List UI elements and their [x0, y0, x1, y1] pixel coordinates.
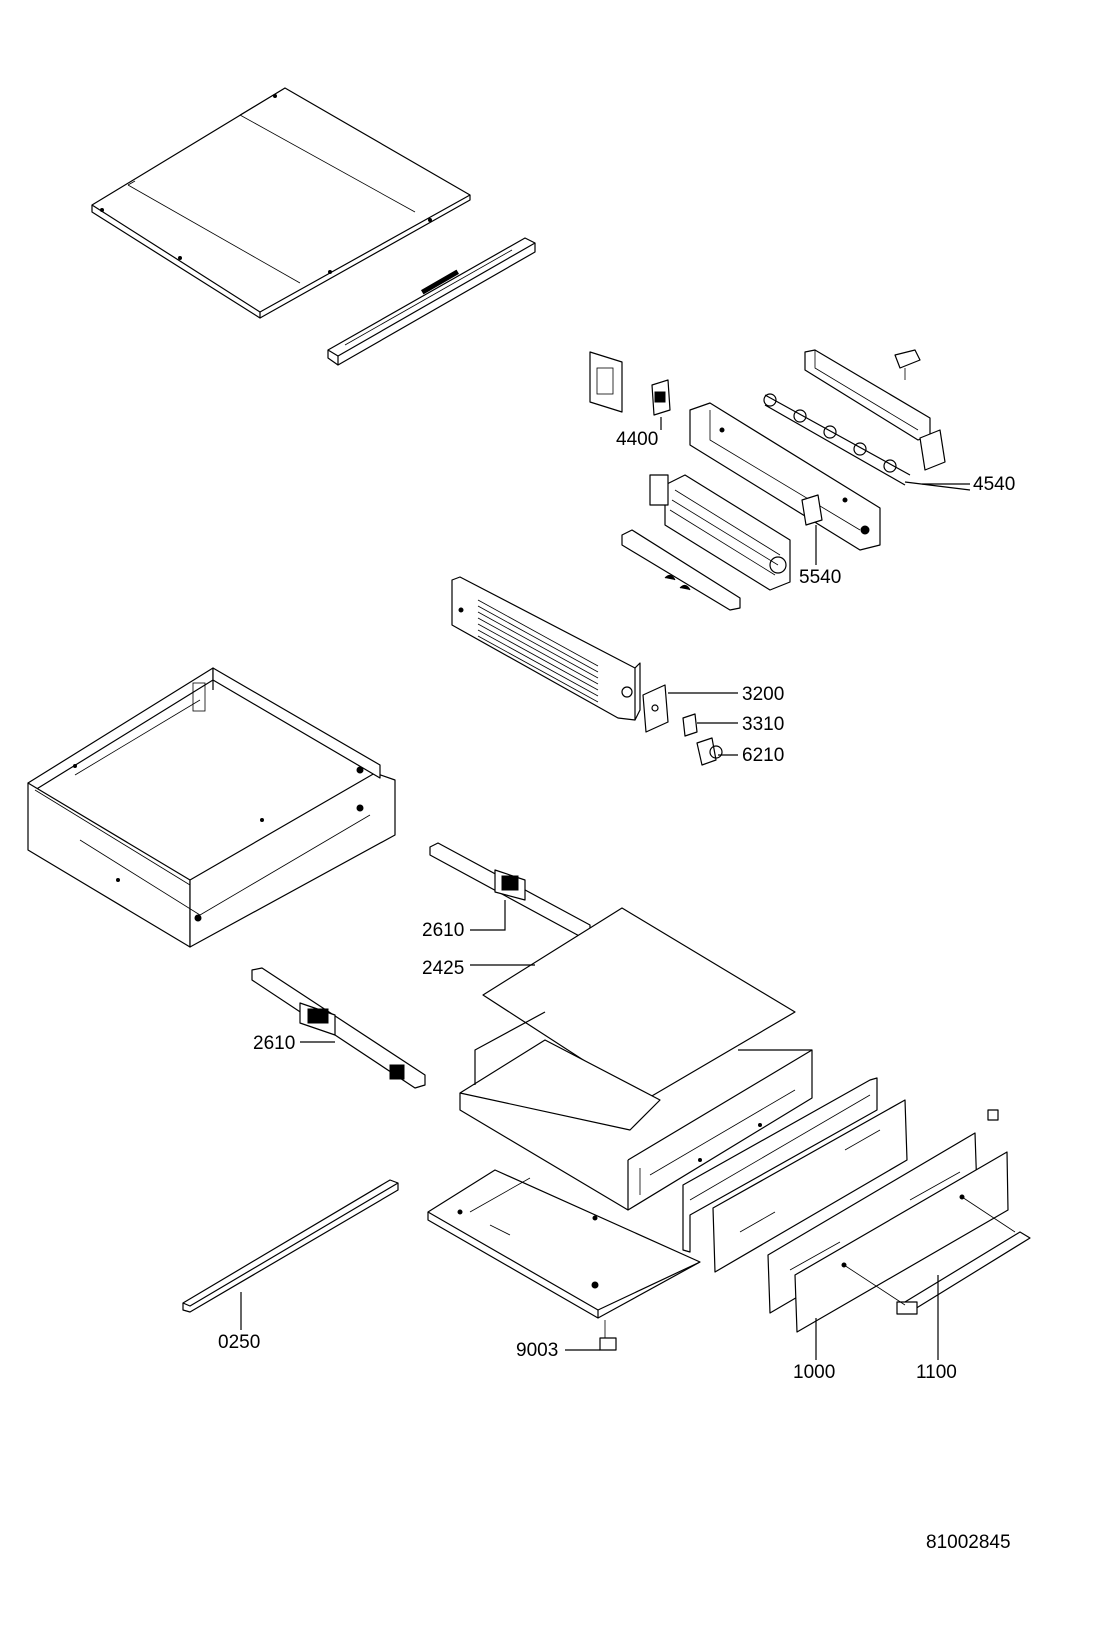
callout-3200: 3200	[742, 684, 785, 705]
callout-6210: 6210	[742, 745, 785, 766]
base-plate	[427, 1169, 701, 1319]
fan-bracket-plate	[689, 402, 881, 551]
front-grille-panel	[451, 576, 641, 721]
switch-plate-3200	[642, 684, 669, 733]
end-cap	[919, 429, 946, 471]
callout-2425: 2425	[422, 958, 465, 979]
fan-support-rail	[621, 529, 741, 611]
callout-3310: 3310	[742, 714, 785, 735]
indicator-3310	[682, 713, 698, 737]
inner-front-frame	[682, 1077, 878, 1253]
small-spacer	[987, 1109, 999, 1121]
telescopic-rail-lower	[251, 967, 426, 1089]
tangential-fan	[649, 474, 791, 591]
callout-5540: 5540	[799, 567, 842, 588]
door-handle-1100	[843, 1196, 1031, 1315]
front-door-1000	[794, 1151, 1009, 1333]
grille-slots	[477, 599, 599, 703]
adjusting-foot-9003	[599, 1320, 617, 1351]
heater-element-4540	[763, 393, 971, 491]
callout-1000: 1000	[793, 1362, 836, 1383]
outer-casing	[27, 667, 396, 948]
callout-9003: 9003	[516, 1340, 559, 1361]
small-clip-top	[894, 349, 921, 380]
thermostat-4400	[651, 379, 671, 416]
callout-2610-lower: 2610	[253, 1033, 296, 1054]
top-cover-panel	[91, 87, 471, 319]
drawer-body	[459, 1011, 813, 1211]
callout-4400: 4400	[616, 429, 659, 450]
top-rail	[327, 237, 536, 366]
callout-1100: 1100	[916, 1362, 957, 1383]
leader-lines	[240, 417, 970, 1360]
switch-housing-plate	[589, 351, 623, 413]
knob-6210	[696, 737, 723, 766]
document-number: 81002845	[926, 1532, 1011, 1553]
callout-2610-upper: 2610	[422, 920, 465, 941]
callout-4540: 4540	[973, 474, 1016, 495]
base-strip-0250	[182, 1179, 399, 1313]
micro-switch-5540	[801, 494, 823, 526]
callout-0250: 0250	[218, 1332, 261, 1353]
inner-glass-panel	[712, 1099, 908, 1273]
